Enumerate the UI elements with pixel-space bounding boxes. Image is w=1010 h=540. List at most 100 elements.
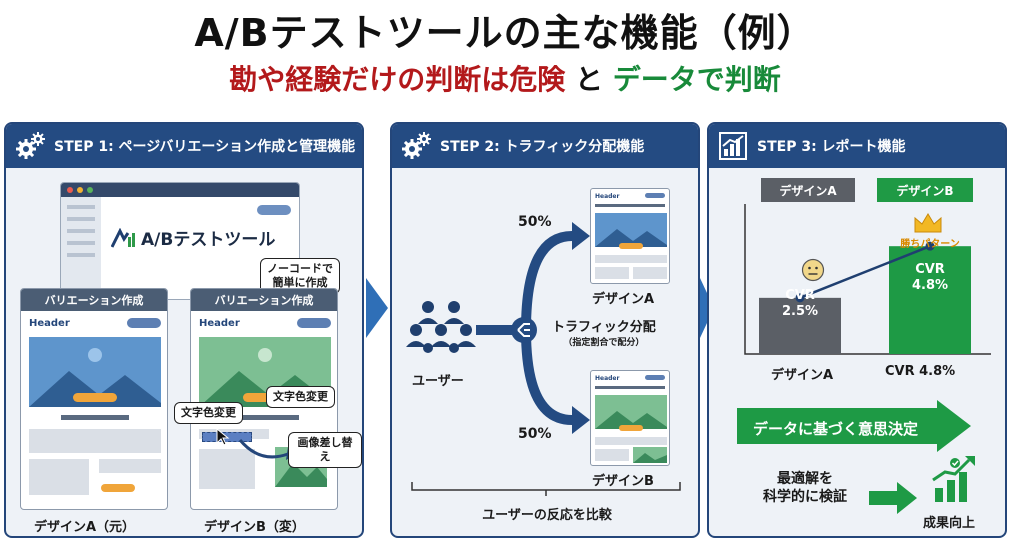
variation-a-content-block [99, 459, 161, 473]
mini-b-block [595, 449, 629, 461]
tag-design-b: デザインB [877, 178, 973, 202]
cvr-bar-a [759, 297, 841, 354]
text-color-callout-2: 文字色変更 [174, 402, 243, 424]
split-top-percent: 50% [518, 214, 552, 230]
users-group-icon [406, 301, 476, 353]
mini-b-header: Header [595, 375, 620, 382]
bar-b-label-group: CVR 4.8% [889, 262, 971, 295]
variation-card-a-pill [127, 318, 161, 328]
mini-a-block [633, 267, 667, 279]
mini-a-block [595, 267, 629, 279]
variation-card-a: バリエーション作成 Header [20, 288, 168, 510]
decision-label: データに基づく意思決定 [753, 420, 919, 438]
nocode-callout: ノーコードで 簡単に作成 [260, 258, 340, 294]
step2-header: STEP 2: トラフィック分配機能 [392, 124, 698, 168]
variation-card-a-title: バリエーション作成 [21, 289, 167, 311]
design-b-label: デザインB [592, 474, 654, 489]
page-subtitle: 勘や経験だけの判断は危険 と データで判断 [0, 58, 1010, 98]
mini-a-line [595, 204, 665, 207]
mini-a-hero-image [595, 213, 667, 247]
design-a-label: デザインA [592, 292, 655, 307]
subtitle-connector: と [574, 63, 603, 96]
split-bottom-percent: 50% [518, 426, 552, 442]
variation-a-cta [73, 393, 117, 402]
subtitle-data-decision: データで判断 [612, 63, 781, 96]
browser-sidebar [61, 197, 101, 299]
step2-panel: STEP 2: トラフィック分配機能 ユーザー 50% 50% トラフィック分配… [390, 122, 700, 538]
variation-a-content-block [29, 459, 89, 495]
window-min-dot [77, 187, 83, 193]
cvr-trend-line [799, 245, 931, 300]
mini-page-design-a: Header [590, 188, 670, 284]
bar-b-label: CVR [915, 262, 945, 277]
gears-icon [398, 128, 434, 164]
compare-bracket [411, 482, 681, 496]
variation-a-cta-small [101, 484, 135, 492]
step3-title: STEP 3: レポート機能 [757, 139, 906, 155]
variation-card-a-header: Header [29, 318, 70, 329]
mini-b-block [595, 437, 667, 445]
design-b-caption: デザインB（変） [204, 520, 305, 535]
mini-b-line [595, 386, 665, 389]
app-logo: A/Bテストツール [111, 225, 275, 250]
mini-a-header: Header [595, 193, 620, 200]
window-close-dot [67, 187, 73, 193]
mini-b-pill [645, 375, 665, 380]
step1-panel: STEP 1: ページバリエーション作成と管理機能 A/Bテストツール ノーコー… [4, 122, 364, 538]
variation-b-cta [243, 393, 287, 402]
mini-a-pill [645, 193, 665, 198]
bar-a-label-group: CVR 2.5% [759, 288, 841, 321]
decision-arrow-banner [737, 400, 971, 452]
bar-a-value: 2.5% [781, 304, 819, 320]
report-chart-icon [715, 128, 751, 164]
growth-label: 成果向上 [923, 516, 976, 531]
axis-label-a: デザインA [771, 368, 834, 383]
mouse-cursor-icon [216, 428, 230, 446]
design-a-caption: デザインA（元） [34, 520, 136, 535]
cvr-bar-b [889, 246, 971, 354]
variation-card-b-title: バリエーション作成 [191, 289, 337, 311]
cvr-bar-chart [744, 204, 991, 355]
traffic-distribution-label: トラフィック分配 （指定割合で配分） [552, 316, 656, 348]
variation-card-b-header: Header [199, 318, 240, 329]
traffic-subtitle: （指定割合で配分） [563, 338, 645, 348]
green-arrow-icon [869, 482, 917, 514]
traffic-split-arrows-icon [476, 222, 590, 434]
tool-browser-window: A/Bテストツール [60, 182, 300, 300]
image-replace-callout: 画像差し替え [288, 432, 362, 468]
mini-page-design-b: Header [590, 370, 670, 466]
variation-a-content-block [29, 429, 161, 453]
bar-a-label: CVR [785, 288, 815, 303]
gears-icon [12, 128, 48, 164]
mini-b-hero-image [595, 395, 667, 429]
mini-b-image [633, 447, 667, 463]
variation-b-heading-line [231, 415, 299, 420]
step1-header: STEP 1: ページバリエーション作成と管理機能 [6, 124, 362, 168]
step3-header: STEP 3: レポート機能 [709, 124, 1005, 168]
variation-a-heading-line [61, 415, 129, 420]
growth-chart-icon [932, 456, 975, 502]
axis-label-b: CVR 4.8% [885, 364, 956, 379]
mini-b-cta [619, 425, 643, 431]
users-label: ユーザー [412, 374, 464, 389]
bar-b-value: 4.8% [911, 278, 949, 294]
optimal-label: 最適解を 科学的に検証 [763, 471, 847, 506]
winner-label: 勝ちパターン [900, 239, 960, 250]
browser-titlebar [61, 183, 299, 197]
neutral-face-icon [801, 258, 825, 282]
page-title: A/Bテストツールの主な機能（例） [194, 11, 816, 55]
text-color-callout-1: 文字色変更 [266, 386, 335, 408]
mini-a-cta [619, 243, 643, 249]
step3-panel: STEP 3: レポート機能 デザインA デザインB CVR 2.5% CVR … [707, 122, 1007, 538]
logo-chart-icon [111, 227, 135, 248]
variation-card-b-pill [297, 318, 331, 328]
step1-title: STEP 1: ページバリエーション作成と管理機能 [54, 139, 356, 155]
cvr-point-b [925, 241, 935, 251]
mini-a-block [595, 255, 667, 263]
traffic-title: トラフィック分配 [552, 320, 656, 335]
compare-label: ユーザーの反応を比較 [482, 508, 612, 523]
step2-title: STEP 2: トラフィック分配機能 [440, 139, 645, 155]
subtitle-warning: 勘や経験だけの判断は危険 [229, 63, 566, 96]
crown-icon [914, 213, 942, 233]
browser-action-pill [257, 205, 291, 215]
